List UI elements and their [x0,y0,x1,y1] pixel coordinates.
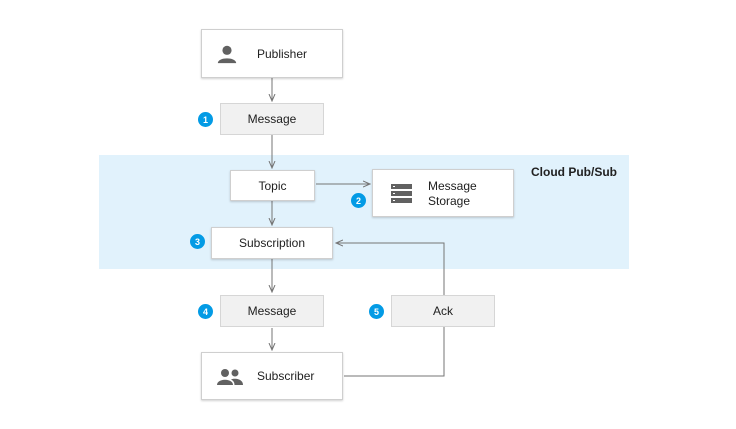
message-out-label: Message [247,304,297,318]
message-out-node: Message [220,295,324,327]
storage-label: Message Storage [428,179,477,209]
message-in-label: Message [247,112,297,126]
step-badge-5: 5 [369,304,384,319]
step-badge-1: 1 [198,112,213,127]
message-in-node: Message [220,103,324,135]
cloud-pubsub-region: Cloud Pub/Sub [99,155,629,269]
storage-icon [391,184,412,203]
publisher-label: Publisher [257,46,308,61]
storage-label-line2: Storage [428,194,471,208]
storage-label-line1: Message [428,179,477,193]
subscription-label: Subscription [238,236,306,250]
message-storage-node: Message Storage [372,169,514,217]
step-badge-3: 3 [190,234,205,249]
subscriber-node: Subscriber [201,352,343,400]
topic-label: Topic [258,178,287,193]
subscription-node: Subscription [211,227,333,259]
subscriber-label: Subscriber [257,369,315,383]
step-badge-2: 2 [351,193,366,208]
topic-node: Topic [230,170,315,201]
ack-node: Ack [391,295,495,327]
step-badge-4: 4 [198,304,213,319]
publisher-node: Publisher [201,29,343,78]
ack-label: Ack [432,304,453,318]
region-label: Cloud Pub/Sub [531,165,617,179]
people-icon [217,369,243,385]
person-icon [217,45,237,64]
